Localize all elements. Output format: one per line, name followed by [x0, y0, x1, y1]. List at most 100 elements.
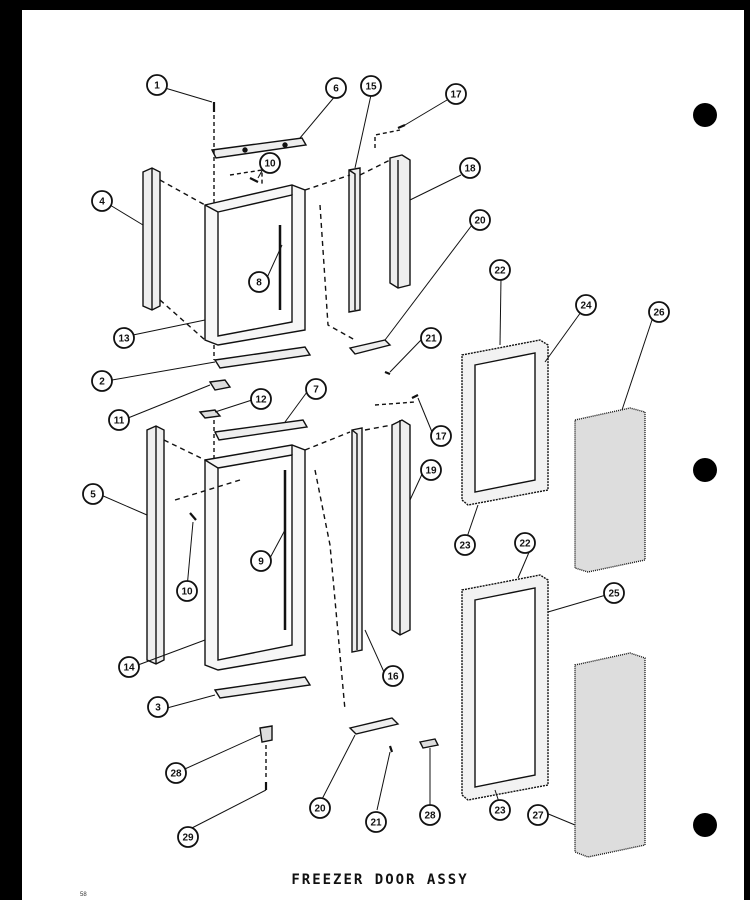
callout-label: 23: [494, 806, 506, 817]
corner-mark: 58: [80, 892, 87, 898]
callout-10: 10: [259, 152, 281, 174]
callout-26: 26: [648, 301, 670, 323]
callout-label: 29: [182, 833, 194, 844]
callout-label: 4: [99, 197, 105, 208]
callout-27: 27: [527, 804, 549, 826]
callout-label: 11: [114, 416, 125, 427]
callout-label: 3: [155, 703, 161, 714]
upper-gasket: [461, 339, 549, 506]
callout-label: 25: [608, 589, 620, 600]
callout-20: 20: [309, 797, 331, 819]
screw-10-lower: [189, 512, 197, 521]
callout-23: 23: [454, 534, 476, 556]
callout-label: 21: [370, 818, 382, 829]
diagram-caption: FREEZER DOOR ASSY: [291, 872, 469, 888]
callout-20: 20: [469, 209, 491, 231]
callout-label: 13: [118, 334, 130, 345]
lower-hinge-channel: [351, 427, 363, 653]
callout-10: 10: [176, 580, 198, 602]
bottom-bracket-29: [259, 725, 273, 743]
lower-liner-panel: [574, 652, 646, 858]
callout-label: 21: [425, 334, 437, 345]
callout-22: 22: [489, 259, 511, 281]
callout-8: 8: [248, 271, 270, 293]
binder-holes: [693, 103, 717, 837]
callout-14: 14: [118, 656, 140, 678]
callout-label: 17: [450, 90, 462, 101]
upper-right-trim: [389, 154, 411, 289]
callout-1: 1: [146, 74, 168, 96]
upper-door-frame: [204, 184, 306, 346]
callout-16: 16: [382, 665, 404, 687]
callout-label: 2: [99, 377, 105, 388]
callout-label: 14: [123, 663, 135, 674]
callout-13: 13: [113, 327, 135, 349]
callout-19: 19: [420, 459, 442, 481]
binder-hole-middle: [693, 458, 717, 482]
callout-label: 22: [494, 266, 506, 277]
callout-label: 16: [387, 672, 399, 683]
callout-label: 18: [464, 164, 476, 175]
bottom-bracket-28: [418, 738, 440, 749]
callout-2: 2: [91, 370, 113, 392]
callout-11: 11: [108, 409, 130, 431]
callout-label: 17: [435, 432, 447, 443]
callout-24: 24: [575, 294, 597, 316]
callout-label: 20: [314, 804, 326, 815]
callout-7: 7: [305, 378, 327, 400]
callout-label: 26: [653, 308, 665, 319]
upper-hinge-channel: [348, 167, 361, 313]
callout-label: 1: [154, 81, 160, 92]
callout-label: 10: [181, 587, 193, 598]
callout-label: 19: [425, 466, 437, 477]
callout-15: 15: [360, 75, 382, 97]
top-hinge-bracket: [210, 137, 308, 159]
upper-hinge-bracket: [348, 339, 392, 355]
callout-28: 28: [165, 762, 187, 784]
callout-label: 24: [580, 301, 592, 312]
screw-17-lower: [411, 394, 419, 399]
leader-lines: [100, 87, 653, 831]
callout-label: 6: [333, 84, 339, 95]
callout-label: 8: [256, 278, 262, 289]
lower-left-trim: [146, 425, 165, 665]
callout-28: 28: [419, 804, 441, 826]
callout-22: 22: [514, 532, 536, 554]
callout-25: 25: [603, 582, 625, 604]
callout-17: 17: [445, 83, 467, 105]
callout-label: 20: [474, 216, 486, 227]
binder-hole-bottom: [693, 813, 717, 837]
callout-17: 17: [430, 425, 452, 447]
callout-label: 28: [424, 811, 436, 822]
callout-29: 29: [177, 826, 199, 848]
lower-bottom-plate: [213, 676, 312, 699]
lower-gasket: [461, 574, 549, 801]
callout-23: 23: [489, 799, 511, 821]
screw-17-upper: [397, 123, 406, 130]
callout-label: 23: [459, 541, 471, 552]
callout-5: 5: [82, 483, 104, 505]
binder-hole-top: [693, 103, 717, 127]
callout-label: 27: [532, 811, 544, 822]
callout-21: 21: [420, 327, 442, 349]
callout-label: 9: [258, 557, 264, 568]
callout-4: 4: [91, 190, 113, 212]
callout-label: 12: [255, 395, 267, 406]
callout-label: 22: [519, 539, 531, 550]
callout-label: 15: [365, 82, 377, 93]
callout-label: 10: [264, 159, 276, 170]
callout-label: 7: [313, 385, 319, 396]
callout-21: 21: [365, 811, 387, 833]
callout-6: 6: [325, 77, 347, 99]
upper-bottom-plate: [213, 346, 312, 369]
callout-label: 5: [90, 490, 96, 501]
upper-stop-block: [208, 379, 232, 391]
callout-18: 18: [459, 157, 481, 179]
callout-3: 3: [147, 696, 169, 718]
upper-liner-panel: [574, 407, 646, 573]
lower-right-trim: [391, 419, 411, 636]
callout-label: 28: [170, 769, 182, 780]
